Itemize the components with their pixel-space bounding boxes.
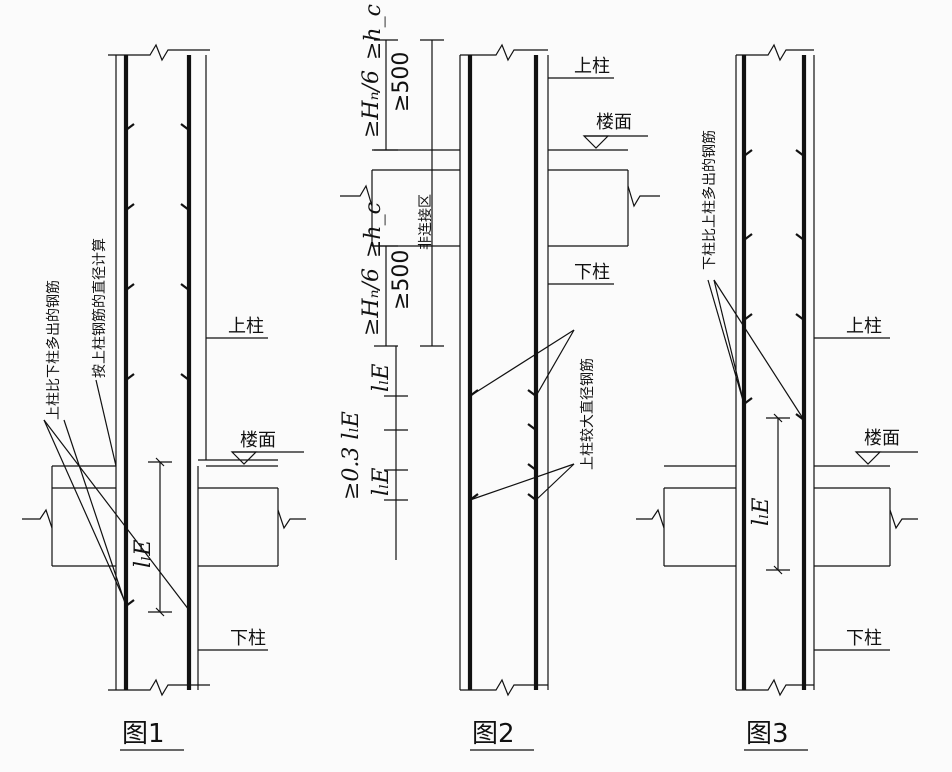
upper-column-label: 上柱 — [846, 316, 882, 337]
lle-label: lₗE — [749, 498, 774, 526]
rebar-ticks — [125, 123, 190, 607]
figure-3-caption: 图3 — [746, 719, 789, 749]
floor-slab — [22, 459, 306, 567]
figure-1-caption: 图1 — [122, 719, 165, 749]
hc-lower: ≥h_c — [361, 202, 386, 258]
lower-column-label: 下柱 — [846, 628, 882, 649]
floor-label: 楼面 — [240, 430, 276, 451]
rebar-ticks — [743, 149, 805, 421]
top-break-mark — [108, 43, 210, 62]
hn6-lower: ≥Hₙ/6 — [359, 268, 384, 336]
fig1-note-diameter: 按上柱钢筋的直径计算 — [91, 238, 108, 378]
bottom-break-mark — [736, 678, 814, 697]
floor-slab — [636, 465, 918, 567]
bottom-break-mark — [460, 678, 548, 697]
upper-column-label: 上柱 — [574, 56, 610, 77]
leader-lines — [43, 379, 190, 611]
figure-2: 楼面 上柱 下柱 ≥Hₙ/6 ≥h_c ≥500 — [339, 4, 660, 751]
lle-label-2: lₗE — [369, 468, 394, 496]
leader-lines — [707, 279, 805, 421]
upper-column-label: 上柱 — [228, 316, 264, 337]
lower-column-label: 下柱 — [574, 262, 610, 283]
500-upper: ≥500 — [389, 52, 414, 112]
bottom-break-mark — [108, 678, 210, 697]
lle-dimension — [148, 457, 172, 617]
lle-dimension — [766, 413, 790, 575]
lle-label: lₗE — [131, 540, 156, 568]
fig3-note: 下柱比上柱多出的钢筋 — [701, 130, 718, 270]
fig2-note: 上柱较大直径钢筋 — [579, 358, 596, 470]
figure-2-caption: 图2 — [472, 719, 515, 749]
floor-label: 楼面 — [596, 112, 632, 133]
500-lower: ≥500 — [389, 250, 414, 310]
rebar-ticks — [469, 389, 537, 501]
lle-label-1: lₗE — [369, 364, 394, 392]
top-break-mark — [460, 43, 548, 62]
floor-slab — [340, 149, 660, 247]
hc-upper: ≥h_c — [361, 4, 386, 60]
floor-level-marker — [854, 451, 882, 465]
hn6-upper: ≥Hₙ/6 — [359, 70, 384, 138]
figure-3: 楼面 上柱 下柱 lₗE 下柱比上柱多出的钢筋 图3 — [636, 43, 918, 751]
non-connection-zone-label: 非连接区 — [417, 194, 434, 250]
floor-label: 楼面 — [864, 428, 900, 449]
fig1-note-extra-bars: 上柱比下柱多出的钢筋 — [45, 280, 62, 420]
floor-level-marker — [230, 451, 258, 465]
03lle-label: ≥0.3 lₗE — [339, 411, 364, 500]
dimension-chain — [374, 39, 444, 560]
lower-column-label: 下柱 — [230, 628, 266, 649]
floor-level-marker — [582, 135, 610, 149]
top-break-mark — [736, 43, 814, 62]
leader-lines — [469, 329, 575, 501]
figure-1: 楼面 上柱 下柱 lₗE 上柱比下柱多出的钢筋 按上柱钢筋的直径计算 图1 — [22, 43, 306, 751]
